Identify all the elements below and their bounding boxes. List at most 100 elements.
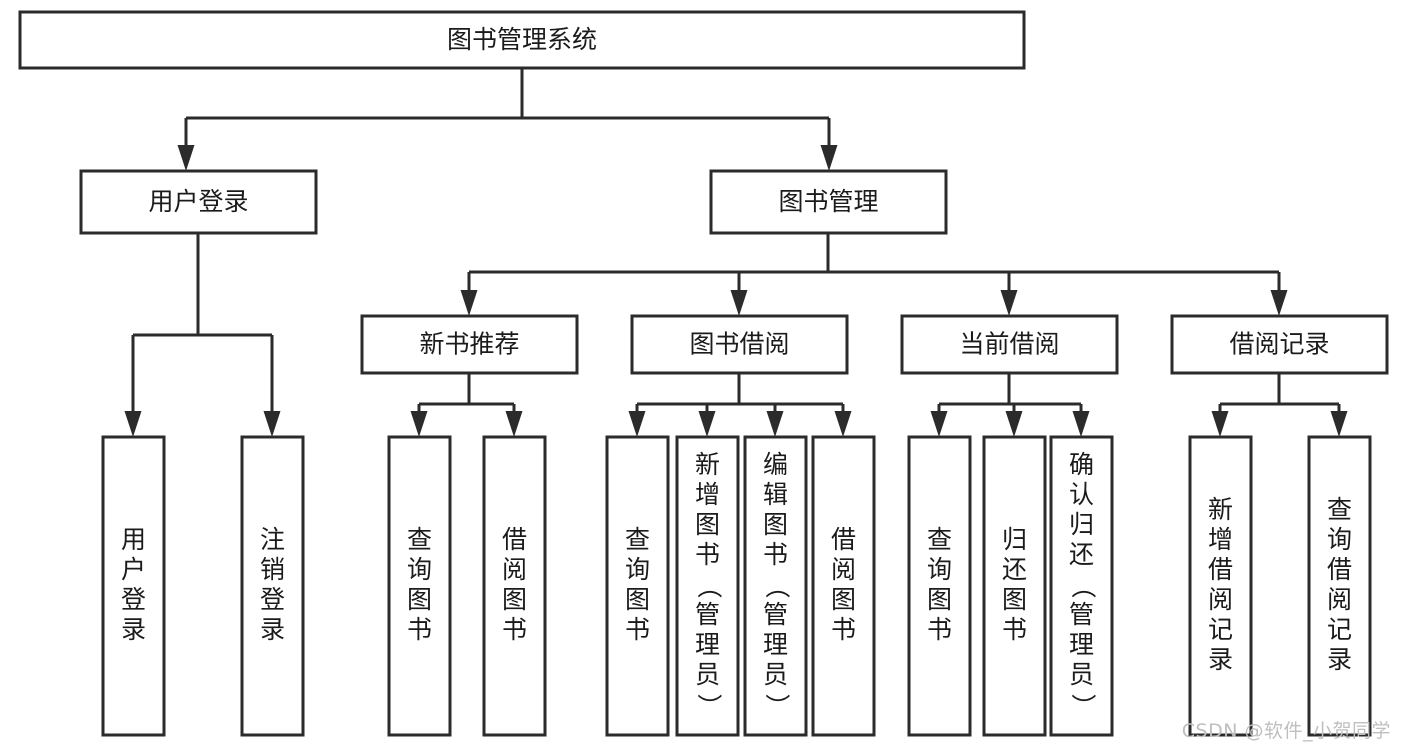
node-new-book-recommend[interactable]: 新书推荐: [360, 314, 579, 375]
node-current-borrow[interactable]: 当前借阅: [900, 314, 1119, 375]
node-book-borrow[interactable]: 图书借阅: [630, 314, 849, 375]
arrow-head-icon: [1000, 290, 1018, 316]
node-label-borrow-record: 借阅记录: [1229, 330, 1329, 359]
node-box-leaf-return-book[interactable]: [982, 435, 1047, 737]
node-box-user-login[interactable]: [79, 169, 318, 235]
node-label-char: 新: [1208, 495, 1233, 524]
arrow-3: [460, 272, 478, 316]
node-label-char: 查: [927, 525, 952, 554]
node-label-char: 书: [763, 540, 788, 569]
arrow-head-icon: [834, 411, 852, 437]
node-box-leaf-user-login[interactable]: [101, 435, 166, 737]
arrow-16: [1005, 404, 1023, 437]
node-box-leaf-query-book-2[interactable]: [605, 435, 670, 737]
node-label-char: 图: [695, 510, 720, 539]
node-label-char: 录: [1208, 645, 1233, 674]
node-label-char: 记: [1327, 615, 1352, 644]
node-label-char: 记: [1208, 615, 1233, 644]
arrow-11: [628, 404, 646, 437]
node-label-char: 编: [763, 450, 788, 479]
arrow-head-icon: [124, 411, 142, 437]
node-box-leaf-query-borrow-record[interactable]: [1307, 435, 1372, 737]
arrow-head-icon: [730, 290, 748, 316]
node-box-leaf-borrow-book-1[interactable]: [482, 435, 547, 737]
node-label-char: 管: [763, 600, 788, 629]
arrow-head-icon: [1330, 411, 1348, 437]
arrow-head-icon: [698, 411, 716, 437]
node-box-leaf-query-book-3[interactable]: [907, 435, 972, 737]
node-box-book-manage[interactable]: [709, 169, 948, 235]
node-label-char: 录: [121, 615, 146, 644]
arrow-head-icon: [1072, 411, 1090, 437]
arrow-head-icon: [263, 411, 281, 437]
node-label-user-login: 用户登录: [148, 187, 248, 216]
node-root[interactable]: 图书管理系统: [18, 10, 1026, 70]
node-user-login[interactable]: 用户登录: [79, 169, 318, 235]
arrow-9: [410, 404, 428, 437]
node-box-leaf-logout-login[interactable]: [240, 435, 305, 737]
node-box-new-book-recommend[interactable]: [360, 314, 579, 375]
node-label-char: 登: [260, 585, 285, 614]
node-box-borrow-record[interactable]: [1170, 314, 1389, 375]
node-leaf-user-login[interactable]: 用户登录: [101, 435, 166, 737]
arrow-head-icon: [766, 411, 784, 437]
node-label-char: 归: [1069, 510, 1094, 539]
arrow-17: [1072, 404, 1090, 437]
arrow-4: [730, 272, 748, 316]
node-box-leaf-add-book-admin[interactable]: [675, 435, 740, 737]
node-book-manage[interactable]: 图书管理: [709, 169, 948, 235]
connector-bus-user-login: [133, 233, 272, 337]
node-box-root[interactable]: [18, 10, 1026, 70]
node-label-char: ）: [695, 693, 724, 718]
node-label-current-borrow: 当前借阅: [959, 330, 1059, 359]
node-label-char: 询: [927, 555, 952, 584]
node-label-char: 归: [1002, 525, 1027, 554]
node-label-new-book-recommend: 新书推荐: [419, 330, 519, 359]
node-label-char: 图: [927, 585, 952, 614]
node-box-leaf-edit-book-admin[interactable]: [743, 435, 808, 737]
node-label-char: 阅: [831, 555, 856, 584]
node-box-leaf-query-book-1[interactable]: [387, 435, 452, 737]
connector-bus-root: [186, 68, 829, 120]
arrow-14: [834, 404, 852, 437]
arrow-head-icon: [460, 290, 478, 316]
connector-bus-current-borrow: [939, 373, 1081, 406]
arrow-10: [505, 404, 523, 437]
node-box-leaf-borrow-book-2[interactable]: [811, 435, 876, 737]
node-box-current-borrow[interactable]: [900, 314, 1119, 375]
connector-bus-book-borrow: [637, 373, 843, 406]
node-box-book-borrow[interactable]: [630, 314, 849, 375]
node-box-leaf-add-borrow-record[interactable]: [1188, 435, 1253, 737]
arrow-13: [766, 404, 784, 437]
arrow-2: [820, 118, 838, 171]
node-label-char: ）: [763, 693, 792, 718]
connector-bus-book-manage: [469, 233, 1279, 274]
arrow-head-icon: [820, 145, 838, 171]
node-label-char: 书: [927, 615, 952, 644]
node-label-char: （: [763, 573, 792, 598]
node-box-leaf-confirm-return-admin[interactable]: [1049, 435, 1114, 737]
arrow-7: [124, 335, 142, 437]
node-label-char: 管: [695, 600, 720, 629]
node-label-char: 管: [1069, 600, 1094, 629]
node-label-char: 图: [1002, 585, 1027, 614]
node-borrow-record[interactable]: 借阅记录: [1170, 314, 1389, 375]
node-label-char: 录: [1327, 645, 1352, 674]
node-label-char: 确: [1069, 450, 1094, 479]
arrow-12: [698, 404, 716, 437]
